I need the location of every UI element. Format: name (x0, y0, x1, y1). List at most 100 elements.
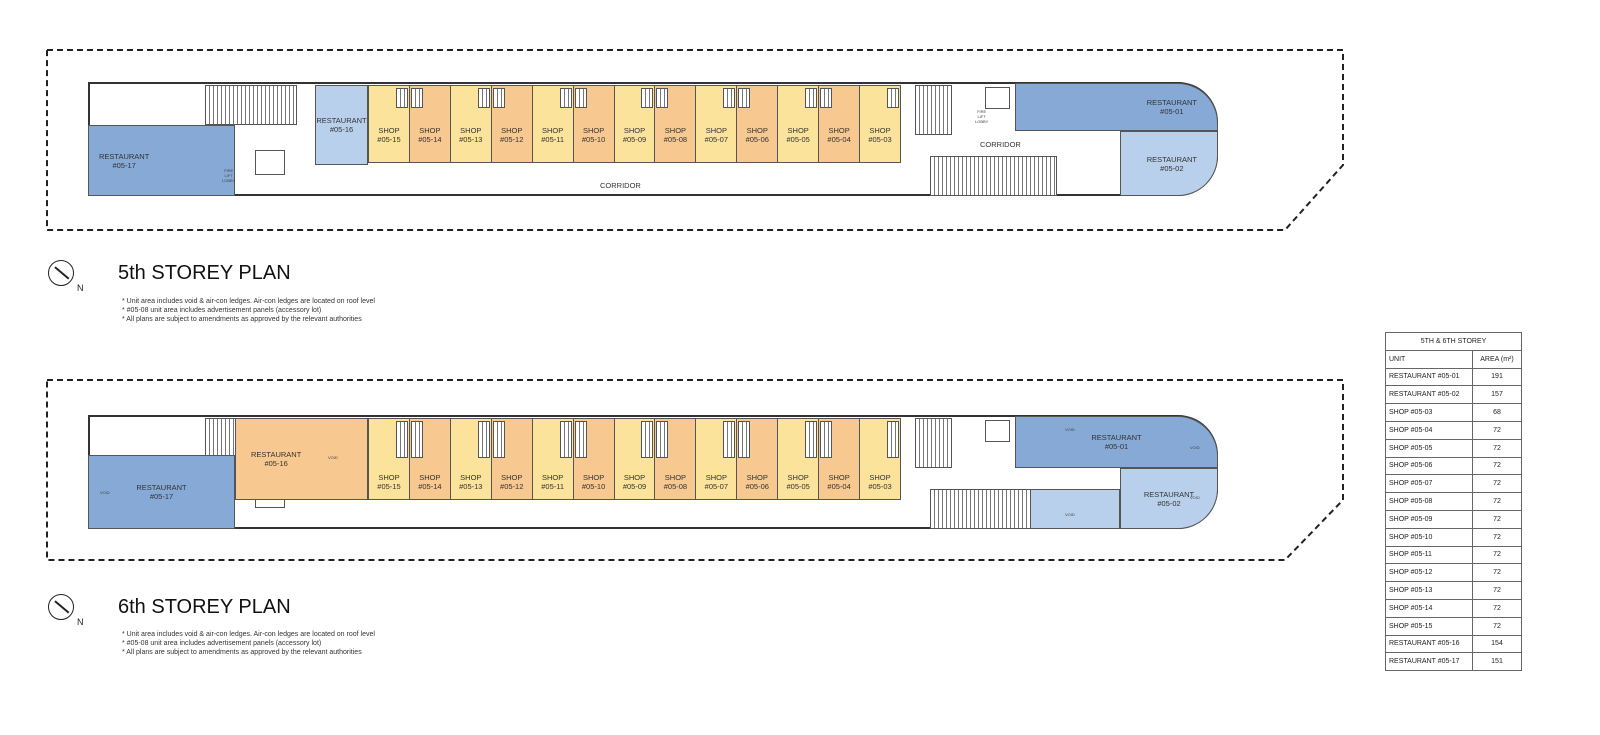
unit-name: RESTAURANT #05-02 (1385, 385, 1473, 405)
unit-area: 72 (1472, 474, 1522, 494)
unit-name: SHOP #05-05 (1385, 438, 1473, 458)
unit-name: SHOP #05-04 (1385, 420, 1473, 440)
corridor-label: CORRIDOR (600, 181, 641, 190)
void-label: VOID (1190, 495, 1200, 500)
site-boundary-5th (46, 49, 1344, 231)
unit-name: SHOP #05-14 (1385, 598, 1473, 618)
fire-lift-lobby-label: FIRE LIFT LOBBY (222, 168, 236, 183)
site-boundary-6th (46, 379, 1344, 561)
note: * All plans are subject to amendments as… (122, 649, 362, 656)
staircase (738, 421, 751, 458)
restaurant-05-17: RESTAURANT #05-17 (88, 455, 235, 529)
unit-area: 72 (1472, 545, 1522, 565)
unit-name: SHOP #05-09 (1385, 509, 1473, 529)
staircase (641, 421, 654, 458)
staircase (887, 421, 899, 458)
staircase (820, 88, 833, 108)
notes-6th: * Unit area includes void & air-con ledg… (122, 630, 375, 657)
unit-name: RESTAURANT #05-16 (1385, 634, 1473, 654)
unit-name: SHOP #05-07 (1385, 474, 1473, 494)
staircase (477, 88, 490, 108)
staircase (477, 421, 490, 458)
restaurant-05-02: RESTAURANT #05-02 (1120, 468, 1218, 529)
unit-name: SHOP #05-13 (1385, 581, 1473, 600)
unit-name: SHOP #05-12 (1385, 563, 1473, 583)
staircase (559, 421, 572, 458)
north-arrow-icon (48, 594, 74, 620)
north-label: N (77, 617, 84, 627)
staircase (641, 88, 654, 108)
staircase (492, 421, 505, 458)
unit-area: 68 (1472, 403, 1522, 422)
staircase (915, 85, 952, 135)
unit-name: SHOP #05-03 (1385, 403, 1473, 422)
void-area (1030, 489, 1120, 529)
lift (985, 420, 1010, 442)
note: * #05-08 unit area includes advertisemen… (122, 307, 322, 314)
staircase (492, 88, 505, 108)
staircase (805, 88, 818, 108)
unit-area: 72 (1472, 581, 1522, 600)
unit-area: 72 (1472, 616, 1522, 636)
staircase (574, 88, 587, 108)
staircase (820, 421, 833, 458)
unit-area: 151 (1472, 652, 1522, 672)
restaurant-05-01: RESTAURANT #05-01 (1015, 83, 1218, 131)
header-area: AREA (m²) (1472, 349, 1522, 369)
staircase (574, 421, 587, 458)
staircase (723, 421, 736, 458)
unit-area: 72 (1472, 509, 1522, 529)
unit-area: 72 (1472, 527, 1522, 547)
void-label: VOID (1065, 512, 1075, 517)
staircase (559, 88, 572, 108)
unit-area: 191 (1472, 367, 1522, 387)
header-unit: UNIT (1385, 349, 1473, 369)
note: * #05-08 unit area includes advertisemen… (122, 640, 322, 647)
staircase (656, 421, 669, 458)
unit-name: SHOP #05-10 (1385, 527, 1473, 547)
staircase (395, 88, 408, 108)
table-title: 5TH & 6TH STOREY (1385, 332, 1522, 351)
unit-area: 157 (1472, 385, 1522, 405)
restaurant-05-02: RESTAURANT #05-02 (1120, 131, 1218, 196)
notes-5th: * Unit area includes void & air-con ledg… (122, 297, 375, 324)
staircase (723, 88, 736, 108)
lift (985, 87, 1010, 109)
staircase (410, 421, 423, 458)
unit-name: SHOP #05-08 (1385, 492, 1473, 511)
note: * Unit area includes void & air-con ledg… (122, 631, 375, 638)
fire-lift-lobby-label: FIRE LIFT LOBBY (975, 109, 989, 124)
unit-area: 72 (1472, 456, 1522, 476)
restaurant-05-16: RESTAURANT #05-16 (315, 85, 368, 165)
unit-area: 72 (1472, 598, 1522, 618)
void-label: VOID (1065, 427, 1075, 432)
note: * All plans are subject to amendments as… (122, 316, 362, 323)
unit-area: 72 (1472, 563, 1522, 583)
north-label: N (77, 283, 84, 293)
corridor-label: CORRIDOR (980, 140, 1021, 149)
void-label: VOID (1190, 445, 1200, 450)
note: * Unit area includes void & air-con ledg… (122, 298, 375, 305)
staircase (915, 418, 952, 468)
restaurant-05-01: RESTAURANT #05-01 (1015, 416, 1218, 468)
staircase (656, 88, 669, 108)
escalator (930, 156, 1057, 196)
staircase (805, 421, 818, 458)
unit-name: SHOP #05-06 (1385, 456, 1473, 476)
